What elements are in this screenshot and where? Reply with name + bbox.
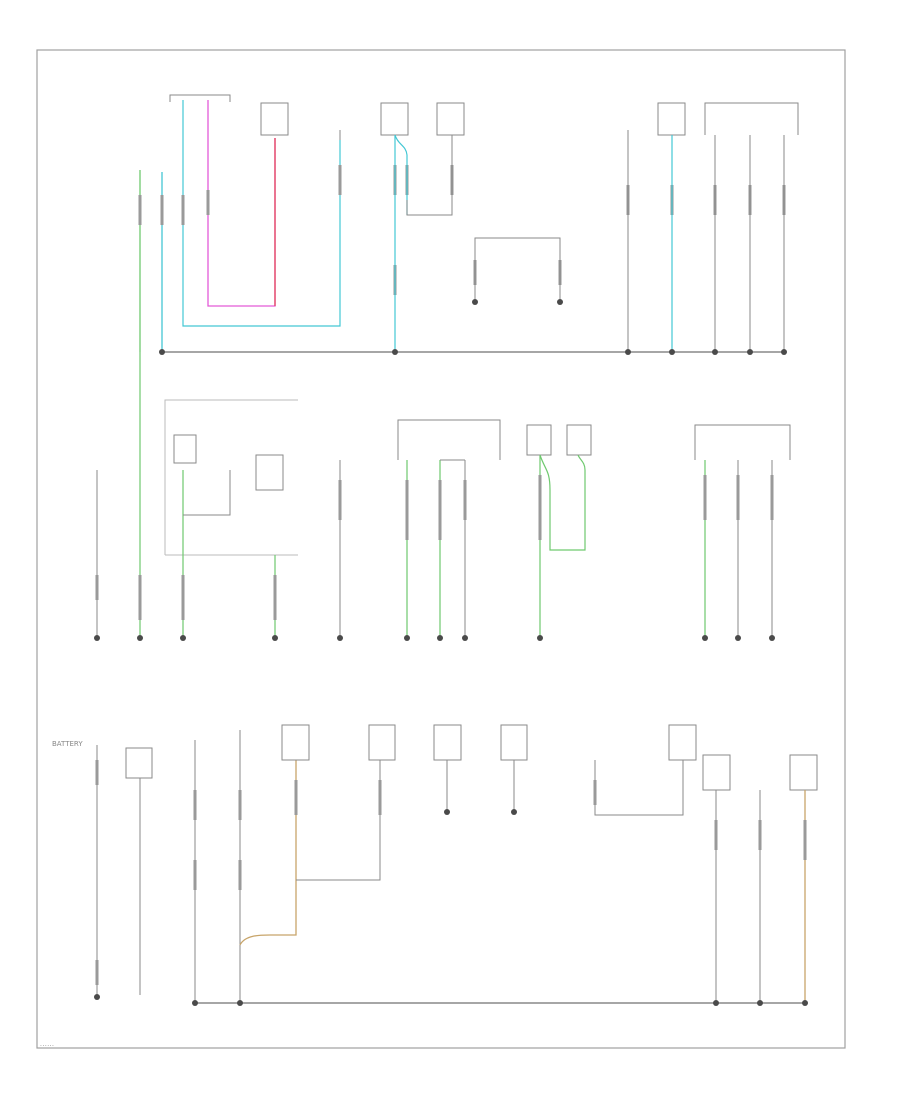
component-box-mid-4 bbox=[566, 424, 592, 456]
component-box-mid-3 bbox=[526, 424, 552, 456]
wire-magenta-top bbox=[207, 100, 276, 307]
diagram-footer-code: ······ bbox=[40, 1043, 55, 1050]
top-section bbox=[138, 94, 799, 353]
component-box-bottom-4 bbox=[433, 724, 462, 761]
component-box-mid-1 bbox=[173, 434, 197, 464]
component-box-bottom-2 bbox=[281, 724, 310, 761]
component-box-bottom-8 bbox=[789, 754, 818, 791]
middle-section bbox=[95, 352, 791, 638]
component-box-top-1 bbox=[260, 102, 289, 136]
connector-bracket-top-left bbox=[169, 94, 231, 102]
battery-label: BATTERY bbox=[52, 740, 83, 748]
component-box-bottom-5 bbox=[500, 724, 528, 761]
component-box-bottom-1 bbox=[125, 747, 153, 779]
component-bracket-top-right bbox=[704, 102, 799, 135]
component-bracket-mid-1 bbox=[397, 419, 501, 460]
component-box-mid-2 bbox=[255, 454, 284, 491]
top-ground-points bbox=[159, 299, 787, 355]
component-box-top-2 bbox=[380, 102, 409, 136]
dashed-bracket-middle bbox=[164, 399, 298, 555]
component-bracket-mid-2 bbox=[694, 424, 791, 460]
component-box-bottom-7 bbox=[702, 754, 731, 791]
splice-bracket-top-middle bbox=[474, 237, 561, 300]
component-box-top-4 bbox=[657, 102, 686, 136]
middle-ground-points bbox=[94, 635, 775, 641]
bottom-section bbox=[95, 724, 818, 1004]
diagram-frame bbox=[36, 49, 846, 1049]
component-box-bottom-6 bbox=[668, 724, 697, 761]
component-box-bottom-3 bbox=[368, 724, 396, 761]
bottom-ground-points bbox=[94, 809, 808, 1006]
component-box-top-3 bbox=[436, 102, 465, 136]
